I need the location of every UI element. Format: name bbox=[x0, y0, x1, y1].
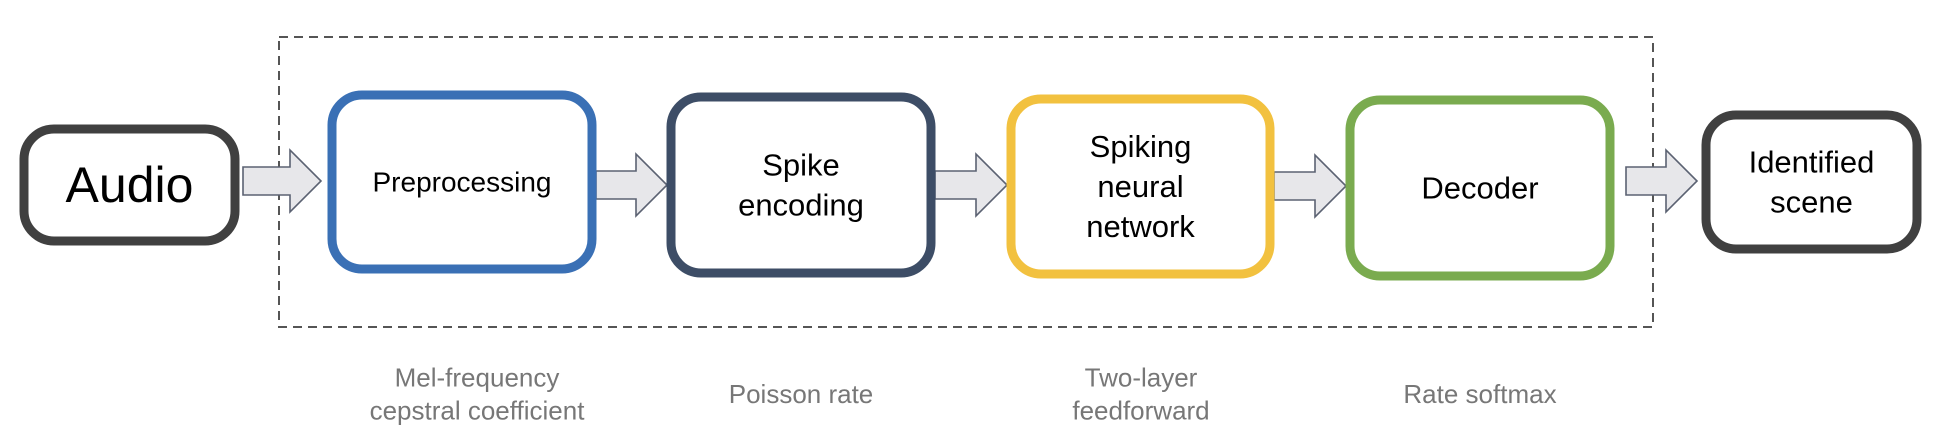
right-block-arrow-icon bbox=[242, 148, 323, 214]
node-border bbox=[19, 124, 240, 246]
node-label-line: Decoder bbox=[1421, 171, 1538, 206]
node-label-line: Preprocessing bbox=[373, 167, 552, 198]
caption-line: Poisson rate bbox=[729, 379, 874, 409]
right-block-arrow-icon bbox=[1273, 153, 1348, 219]
node-label-line: encoding bbox=[738, 188, 864, 223]
caption-line: Mel-frequency bbox=[395, 363, 560, 393]
right-block-arrow-icon bbox=[595, 152, 669, 218]
node-label-line: neural bbox=[1097, 169, 1183, 204]
right-block-arrow-icon bbox=[934, 152, 1009, 218]
node-border bbox=[327, 90, 597, 274]
stage-caption: Rate softmax bbox=[1403, 379, 1556, 409]
caption-line: Rate softmax bbox=[1403, 379, 1556, 409]
caption-line: cepstral coefficient bbox=[370, 396, 586, 426]
node-border bbox=[1006, 94, 1275, 279]
stage-caption: Poisson rate bbox=[729, 379, 874, 409]
node-label-line: Spike bbox=[762, 148, 840, 183]
audio-input-node: Audio bbox=[19, 124, 240, 246]
node-border bbox=[1701, 110, 1922, 254]
decoder-stage-node: Decoder bbox=[1345, 95, 1615, 281]
node-label-line: scene bbox=[1770, 185, 1853, 220]
node-label-line: Spiking bbox=[1090, 129, 1192, 164]
caption-line: Two-layer bbox=[1085, 363, 1198, 393]
preprocessing-stage-node: Preprocessing bbox=[327, 90, 597, 274]
spike-encoding-stage-node: Spike encoding bbox=[666, 92, 936, 278]
node-border bbox=[666, 92, 936, 278]
caption-line: feedforward bbox=[1072, 396, 1209, 426]
node-label-line: network bbox=[1086, 209, 1195, 244]
identified-scene-output-node: Identified scene bbox=[1701, 110, 1922, 254]
node-label-line: Identified bbox=[1749, 145, 1875, 180]
spiking-neural-network-stage-node: Spiking neural network bbox=[1006, 94, 1275, 279]
node-border bbox=[1345, 95, 1615, 281]
right-block-arrow-icon bbox=[1625, 148, 1699, 214]
node-label-line: Audio bbox=[66, 157, 194, 213]
